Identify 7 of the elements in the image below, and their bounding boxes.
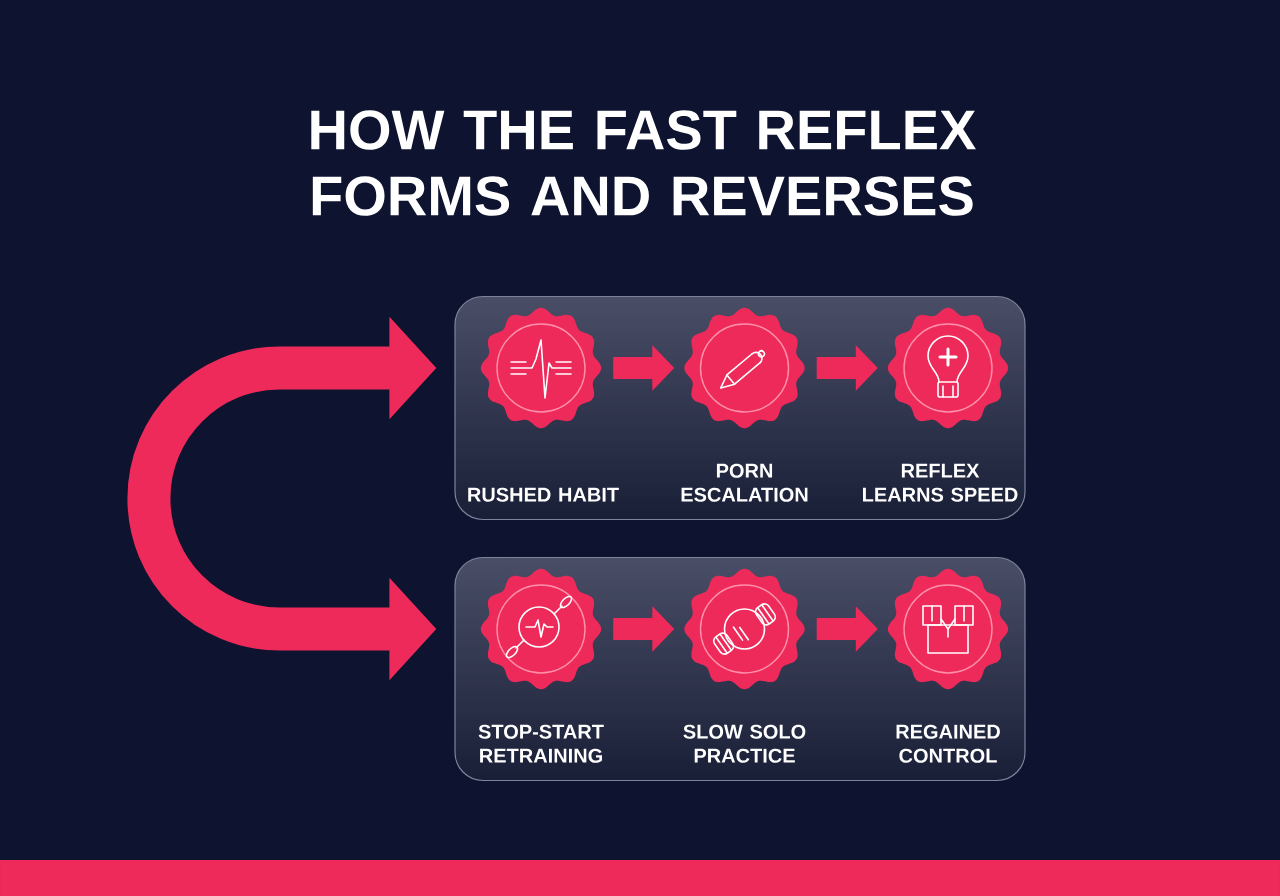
step-label: STOP-START RETRAINING (478, 724, 604, 763)
step-label: RUSHED HABIT (468, 487, 619, 502)
step-label: REFLEX LEARNS SPEED (863, 463, 1018, 502)
title: HOW THE FAST REFLEX FORMS AND REVERSES (311, 110, 976, 216)
step-label: PORN ESCALATION (681, 463, 808, 502)
step-label: REGAINED CONTROL (896, 724, 1000, 763)
step-label: SLOW SOLO PRACTICE (683, 724, 806, 763)
